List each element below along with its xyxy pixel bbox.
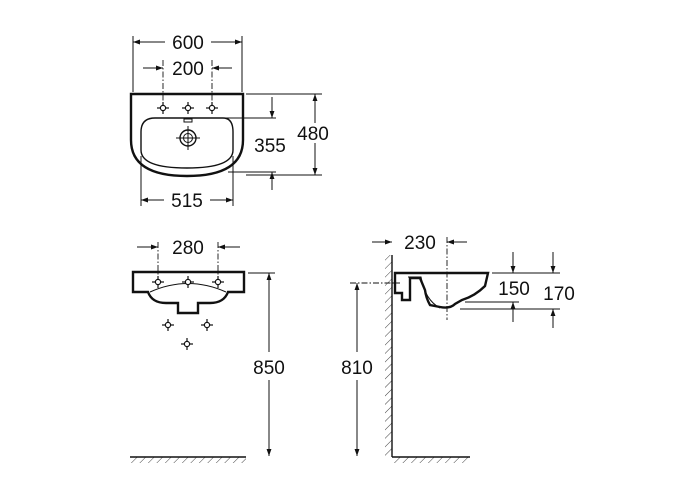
basin-outline-front [131,270,246,315]
top-view: 600 200 355 480 515 [129,33,329,212]
dimension-150: 150 [498,279,530,300]
dimension-170: 170 [543,284,575,305]
overflow-slot [183,118,193,123]
side-view: 230 150 170 810 [341,233,575,463]
fixing-point-icon [161,318,175,332]
dimension-200: 200 [172,59,204,80]
dimension-280: 280 [172,238,204,259]
wall-hatch [385,255,392,457]
dimension-850: 850 [253,358,285,379]
bowl-outline-top [140,117,234,169]
dimension-480: 480 [297,124,329,145]
dimension-355: 355 [254,136,286,157]
front-view: 280 850 [130,238,285,463]
tap-hole-icon [181,275,195,289]
bowl-inner-line [408,276,441,309]
dimension-810: 810 [341,358,373,379]
basin-outline-top [129,92,245,178]
tap-hole-icon [181,101,195,115]
dimension-600: 600 [172,33,204,54]
fixing-point-icon [200,318,214,332]
floor-hatch [130,457,246,463]
drain-icon [176,126,200,150]
dimension-515: 515 [171,191,203,212]
floor-hatch [392,457,470,463]
fixing-point-icon [180,337,194,351]
dimension-230: 230 [404,233,436,254]
